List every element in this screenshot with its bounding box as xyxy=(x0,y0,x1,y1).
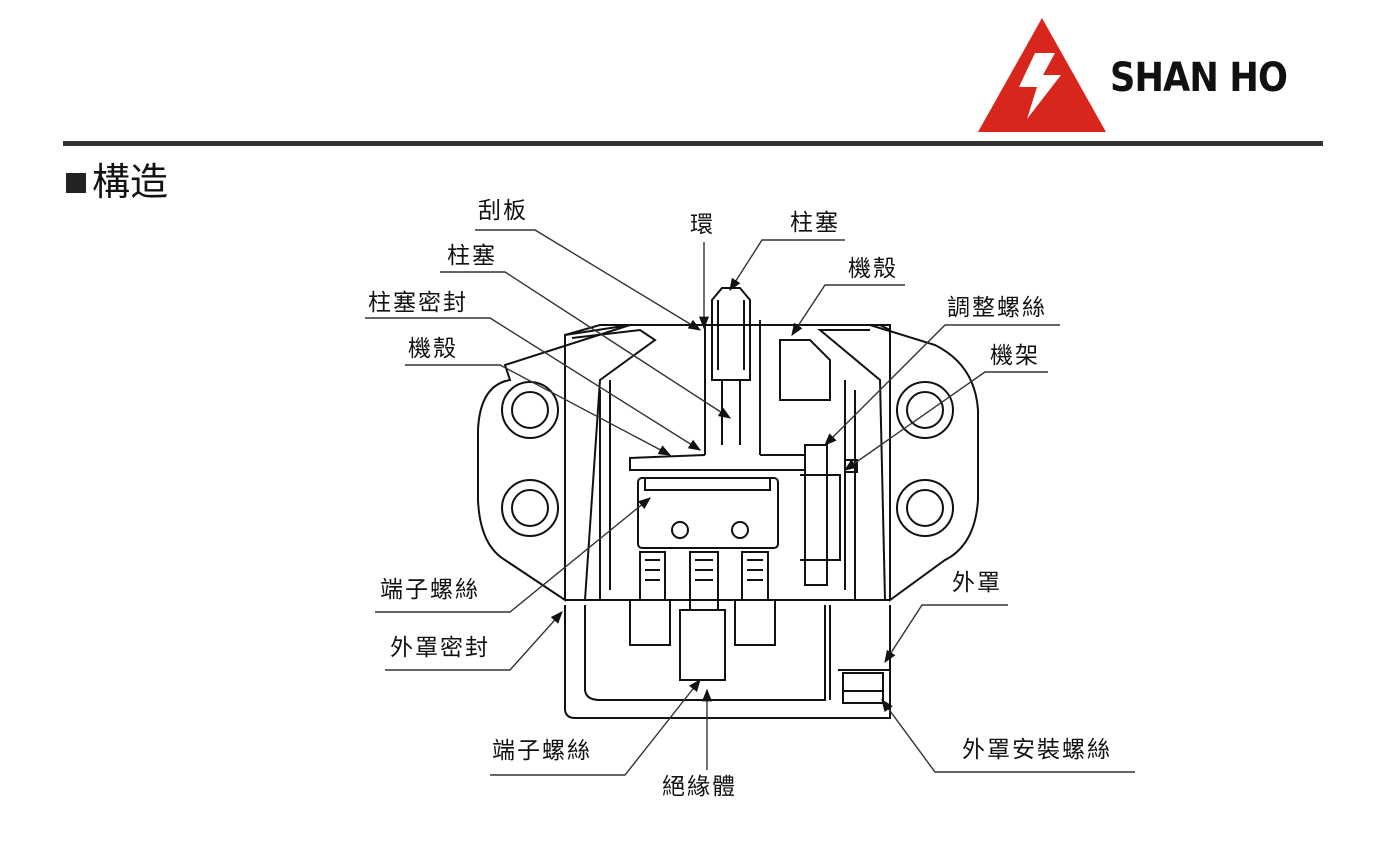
leader-lines xyxy=(365,229,1135,776)
terminals xyxy=(629,551,776,681)
logo-text: SHAN HO xyxy=(1110,55,1288,101)
page-title: 構造 xyxy=(66,160,168,204)
label-frame: 機架 xyxy=(990,343,1040,369)
label-insulator: 絕緣體 xyxy=(662,774,737,800)
bullet-square-icon xyxy=(66,172,86,193)
label-plunger-top: 柱塞 xyxy=(790,210,840,236)
plunger-assembly xyxy=(629,287,831,471)
adjust-screw-and-frame xyxy=(800,444,858,586)
label-terminal-screw-bottom: 端子螺絲 xyxy=(492,738,592,764)
outer-housing xyxy=(477,324,979,602)
logo-lightning-icon xyxy=(1019,53,1061,119)
label-adjust-screw: 調整螺絲 xyxy=(947,295,1047,321)
label-cover-mount-screw: 外罩安裝螺絲 xyxy=(962,737,1112,763)
shan-ho-logo xyxy=(978,18,1106,132)
label-housing-left: 機殼 xyxy=(408,336,458,362)
header-rule xyxy=(63,141,1323,146)
label-plunger-left: 柱塞 xyxy=(447,243,497,269)
label-terminal-screw-left: 端子螺絲 xyxy=(380,577,480,603)
label-scraper: 刮板 xyxy=(478,198,528,224)
label-cover-seal: 外罩密封 xyxy=(390,635,490,661)
label-cover: 外罩 xyxy=(952,570,1002,596)
label-plunger-seal: 柱塞密封 xyxy=(368,290,468,316)
label-housing-top: 機殼 xyxy=(848,256,898,282)
microswitch xyxy=(637,477,779,549)
lower-cover xyxy=(564,605,891,719)
label-ring: 環 xyxy=(690,212,715,238)
page-title-text: 構造 xyxy=(92,160,169,204)
